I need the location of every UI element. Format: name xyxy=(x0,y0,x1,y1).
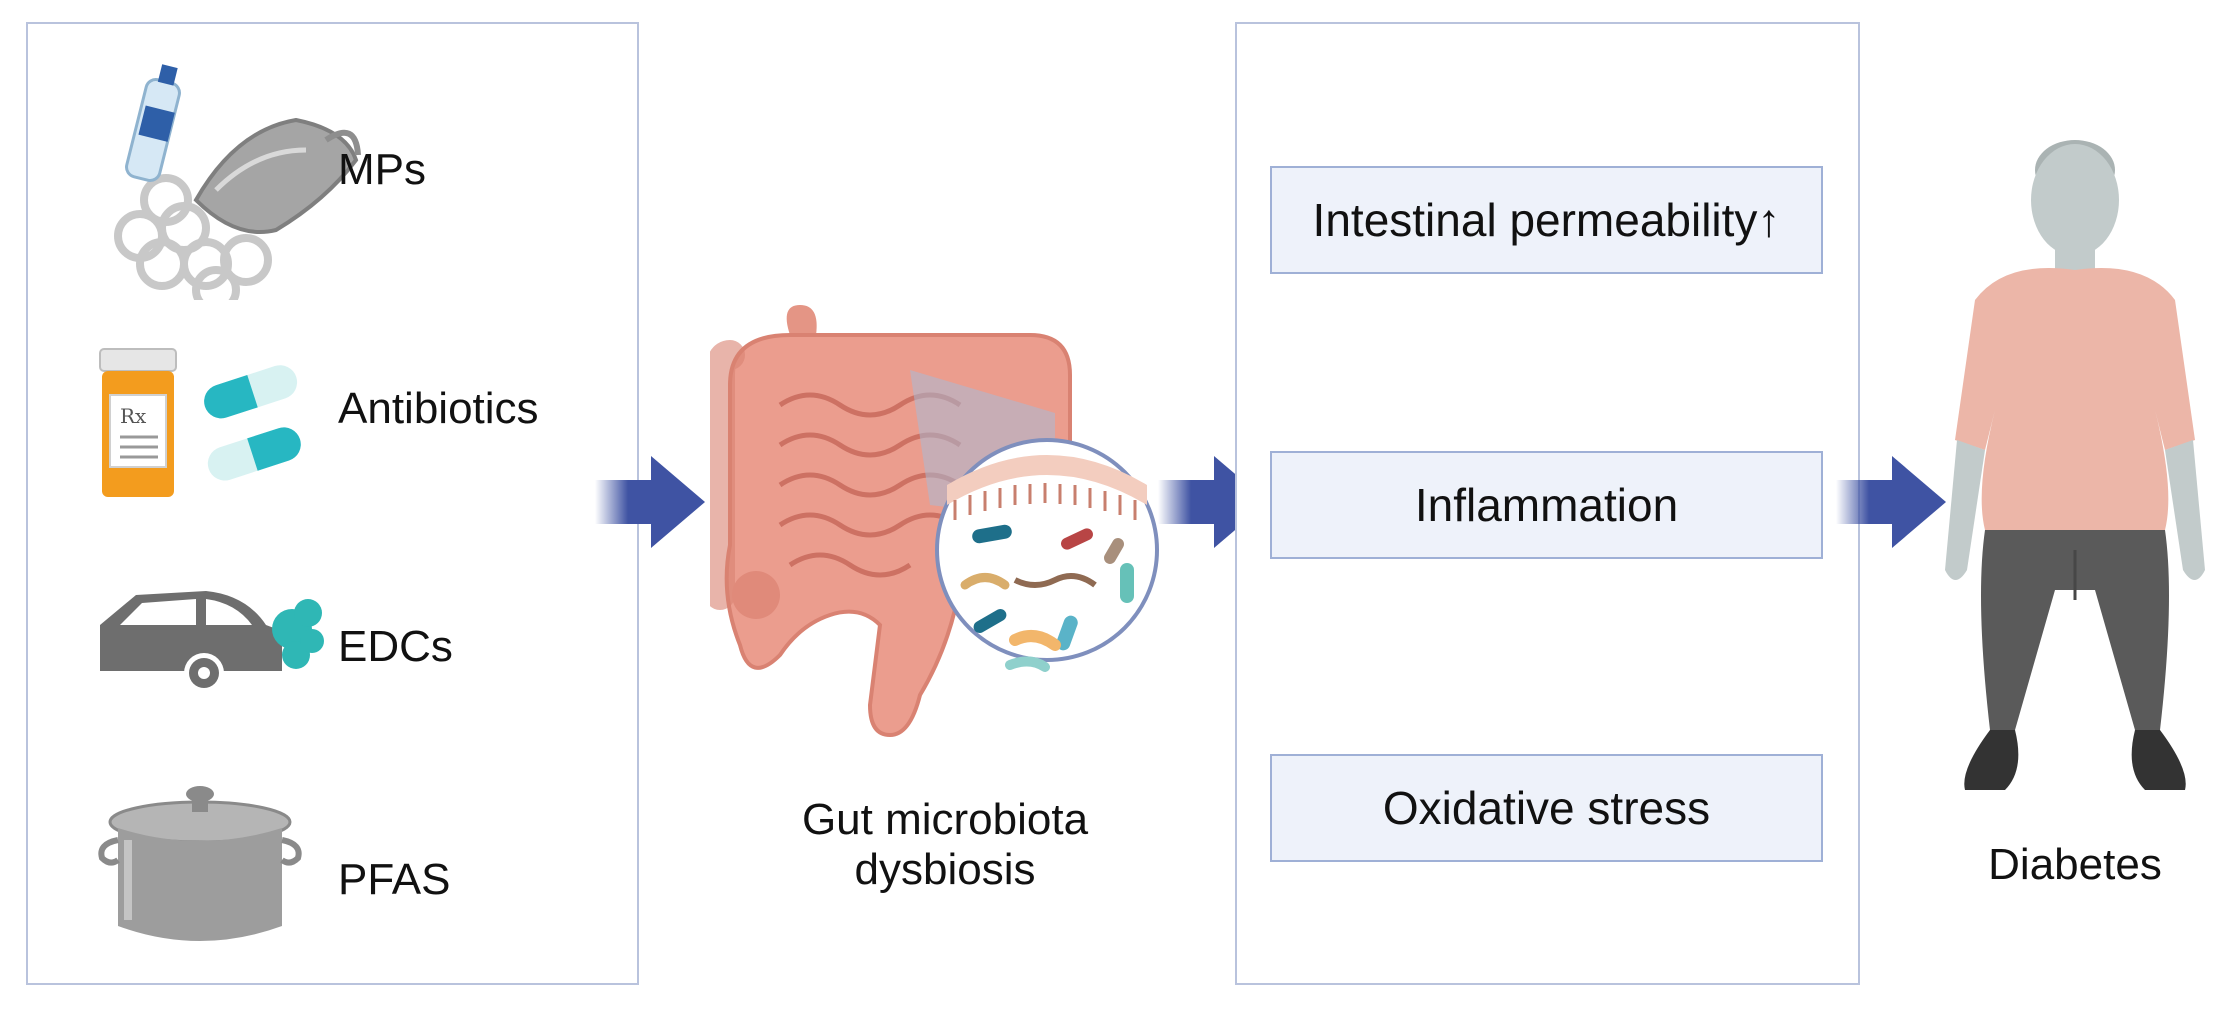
plastic-waste-icon xyxy=(114,64,361,300)
mechanism-box-inflammation: Inflammation xyxy=(1270,451,1823,559)
gut-label-line2: dysbiosis xyxy=(854,845,1036,894)
exposure-label-mps: MPs xyxy=(338,145,426,194)
svg-text:Rx: Rx xyxy=(120,404,147,428)
car-exhaust-icon xyxy=(100,591,324,693)
exposure-label-edcs: EDCs xyxy=(338,622,453,671)
antibiotic-pills-icon: Rx xyxy=(99,348,301,497)
exposure-label-pfas: PFAS xyxy=(338,855,451,904)
arrow-mechanisms-to-diabetes xyxy=(1836,456,1946,548)
cooking-pot-icon xyxy=(98,786,302,941)
gut-label-line1: Gut microbiota xyxy=(801,795,1089,844)
person-obese-icon xyxy=(1945,140,2205,790)
mechanism-box-intestinal-permeability: Intestinal permeability↑ xyxy=(1270,166,1823,274)
mechanism-box-oxidative-stress: Oxidative stress xyxy=(1270,754,1823,862)
intestine-microbiota-icon xyxy=(710,305,1159,738)
arrow-exposure-to-gut xyxy=(595,456,705,548)
exposure-label-antibiotics: Antibiotics xyxy=(338,384,539,433)
outcome-label-diabetes: Diabetes xyxy=(1988,840,2162,889)
